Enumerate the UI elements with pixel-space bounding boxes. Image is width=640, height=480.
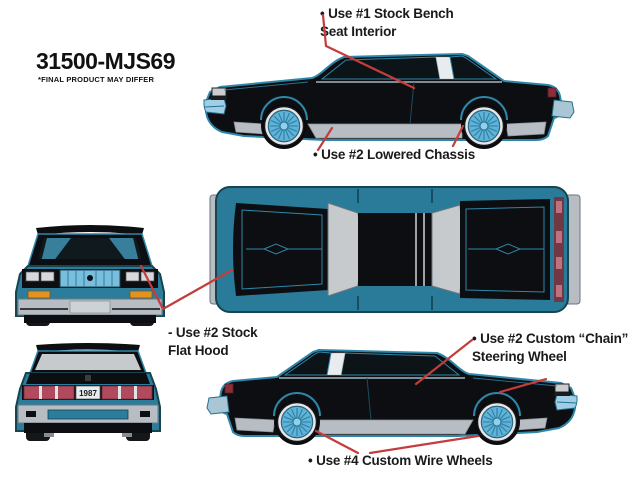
exhaust-tip (122, 433, 132, 437)
rear-view-car: 1987 (15, 343, 161, 441)
pointer-chassis-left (316, 126, 334, 152)
pointer-bench-seat (321, 13, 416, 90)
license-plate (75, 385, 101, 400)
taillight-right (101, 385, 153, 400)
rear-glass (431, 204, 463, 295)
pointer-lines (139, 13, 548, 455)
roof-panel (358, 213, 432, 286)
pointer-flat-hood (139, 264, 234, 311)
turn-signal (27, 290, 51, 299)
car-side-profile (204, 54, 574, 149)
license-recess (69, 300, 111, 314)
pointer-wheel-left (314, 429, 360, 455)
product-code: 31500-MJS69 (36, 48, 176, 74)
annotation-flat-hood: - Use #2 Stock Flat Hood (168, 325, 258, 358)
disclaimer-text: *FINAL PRODUCT MAY DIFFER (38, 75, 155, 84)
pointer-chassis-right (451, 124, 465, 148)
annotation-wire-wheels: • Use #4 Custom Wire Wheels (308, 453, 493, 468)
taillight-strip (554, 197, 564, 302)
headlight (25, 271, 40, 282)
roof-cap (36, 225, 144, 235)
side-view-lowered-car (204, 54, 574, 149)
car-side-profile (207, 350, 577, 445)
front-view-car (15, 225, 165, 326)
annotation-bench-seat: • Use #1 Stock Bench Seat Interior (320, 6, 454, 39)
exhaust-tip (44, 433, 54, 437)
license-plate-text: 1987 (79, 389, 97, 398)
rear-glass (35, 354, 141, 370)
headlight (40, 271, 55, 282)
annotation-lowered-chassis: • Use #2 Lowered Chassis (313, 147, 475, 162)
bumper-insert (47, 409, 129, 420)
taillight-left (23, 385, 75, 400)
roof-cap (36, 343, 140, 352)
headlight (125, 271, 140, 282)
grille-emblem (87, 275, 93, 281)
top-view-car (209, 186, 581, 313)
windshield-glass (327, 202, 361, 297)
turn-signal (129, 290, 153, 299)
side-view-custom-car (207, 350, 577, 445)
pointer-steering-a (414, 338, 474, 386)
annotation-steering-wheel: • Use #2 Custom “Chain” Steering Wheel (472, 331, 629, 364)
pointer-steering-b (498, 377, 548, 394)
pointer-wheel-right (368, 434, 480, 455)
